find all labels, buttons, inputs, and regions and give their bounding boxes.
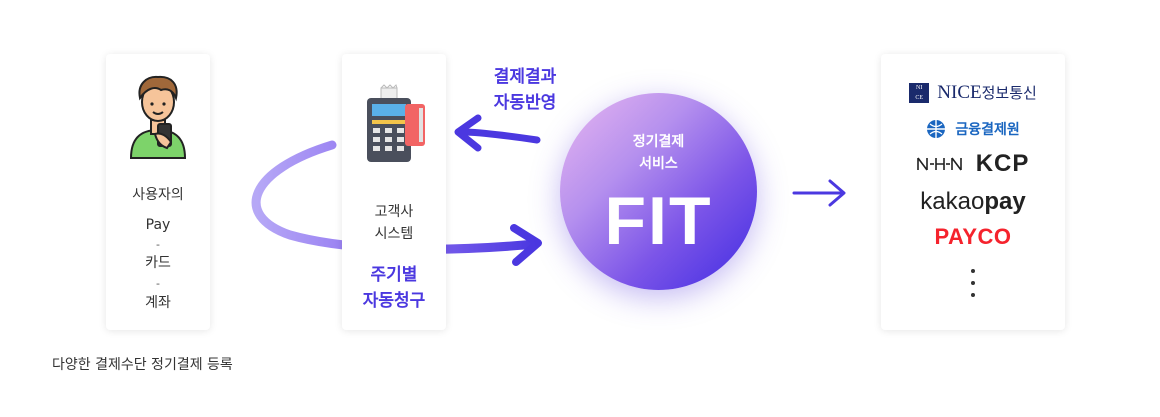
auto-billing-line2: 자동청구 bbox=[362, 291, 426, 311]
user-label: 사용자의 bbox=[132, 187, 184, 203]
nhn-mark-icon bbox=[916, 157, 962, 171]
card-terminal-icon bbox=[367, 84, 425, 162]
globe-icon bbox=[927, 119, 946, 138]
result-sync-line2: 자동반영 bbox=[493, 93, 557, 113]
method-separator: - bbox=[156, 277, 160, 290]
arrow-right-icon bbox=[792, 179, 846, 207]
user-card: 사용자의 Pay - 카드 - 계좌 bbox=[106, 54, 210, 330]
customer-label-line1: 고객사 bbox=[374, 204, 414, 220]
payco-logo: PAYCO bbox=[934, 224, 1012, 249]
billing-arrowhead bbox=[510, 224, 542, 266]
kftc-logo: 금융결제원 bbox=[881, 118, 1065, 144]
kftc-name: 금융결제원 bbox=[955, 121, 1020, 138]
fit-brand: FIT bbox=[604, 183, 713, 259]
result-arrow bbox=[462, 128, 541, 144]
method-account: 계좌 bbox=[145, 295, 171, 311]
result-arrowhead bbox=[454, 114, 482, 152]
auto-billing-line1: 주기별 bbox=[370, 265, 418, 285]
fit-subtitle-line2: 서비스 bbox=[639, 156, 678, 172]
fit-subtitle-line1: 정기결제 bbox=[632, 134, 685, 150]
kakaopay-logo: kakaopay bbox=[920, 188, 1026, 215]
more-ellipsis-icon bbox=[971, 269, 977, 305]
method-separator: - bbox=[156, 238, 160, 251]
customer-label-line2: 시스템 bbox=[374, 226, 414, 242]
nice-name: NICE정보통신 bbox=[937, 82, 1037, 103]
kcp-name: KCP bbox=[975, 150, 1030, 177]
billing-loop bbox=[251, 140, 540, 254]
result-sync-label: 결제결과 자동반영 bbox=[470, 64, 580, 116]
customer-system-card: 고객사 시스템 bbox=[342, 54, 446, 330]
nhn-kcp-logo: KCP bbox=[881, 150, 1065, 180]
footnote: 다양한 결제수단 정기결제 등록 bbox=[52, 357, 233, 373]
user-with-phone-icon bbox=[129, 75, 187, 159]
method-pay: Pay bbox=[145, 217, 171, 233]
method-card: 카드 bbox=[145, 255, 171, 271]
result-sync-line1: 결제결과 bbox=[493, 67, 557, 87]
auto-billing-label: 주기별 자동청구 bbox=[343, 262, 445, 314]
fit-service-circle: 정기결제 서비스 FIT bbox=[560, 93, 757, 290]
